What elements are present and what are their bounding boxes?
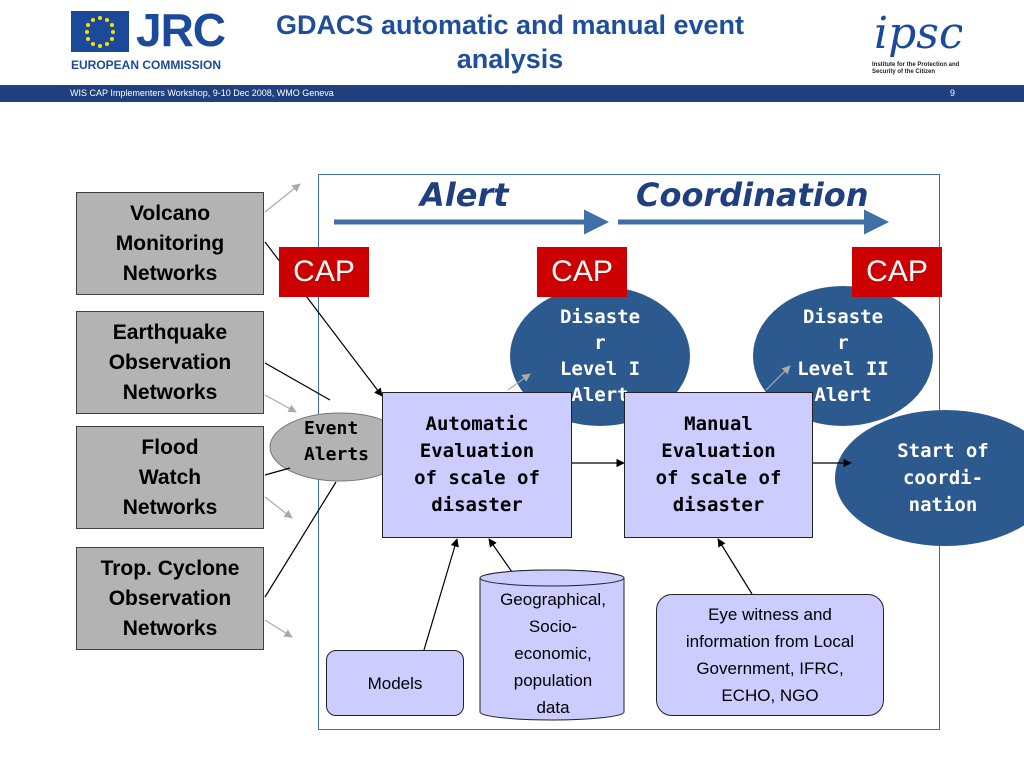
earthquake-network-box: Earthquake Observation Networks [76,311,264,414]
disaster-level-1-ellipse [510,286,690,426]
models-box: Models [326,650,464,716]
volcano-network-box: Volcano Monitoring Networks [76,192,264,295]
header-banner [0,85,1024,102]
gray-arrow-2 [264,394,297,413]
line-earthquake [264,362,331,401]
arrow-geo-to-auto [488,538,513,573]
geo-data-label: Geographical, Socio- economic, populatio… [500,590,606,717]
cap-badge-1: CAP [279,247,369,297]
arrow-models-to-auto [423,538,459,651]
gray-arrow-3 [264,496,293,519]
automatic-evaluation-box: Automatic Evaluation of scale of disaste… [382,392,572,538]
cyclone-network-box: Trop. Cyclone Observation Networks [76,547,264,650]
line-cyclone [264,481,337,598]
ipsc-subtitle: Institute for the Protection and Securit… [872,62,960,75]
page-number: 9 [950,88,956,98]
gray-arrow-to-disaster-2 [765,365,791,391]
banner-text: WIS CAP Implementers Workshop, 9-10 Dec … [70,88,334,98]
gray-arrow-to-disaster-1 [507,373,531,391]
ipsc-logo-text: ipsc [874,8,962,59]
flood-network-box: Flood Watch Networks [76,426,264,529]
start-coordination-label: Start of coordi- nation [897,440,989,516]
geo-data-cylinder-top [479,569,625,587]
ipsc-logo: ipsc [874,8,962,59]
start-coordination-ellipse [835,410,1024,546]
gray-arrow-1 [264,183,301,213]
alert-phase-label: Alert [420,176,509,214]
page-title: GDACS automatic and manual event analysi… [275,10,745,74]
eu-flag-logo [71,11,129,52]
coordination-phase-label: Coordination [636,176,869,214]
eu-stars-icon [85,16,115,48]
gray-arrow-4 [264,619,293,638]
arrow-eye-to-manual [717,538,753,595]
cap-badge-2: CAP [537,247,627,297]
event-alerts-label: Event Alerts [304,418,370,465]
jrc-logo: JRC [136,4,226,56]
european-commission-text: EUROPEAN COMMISSION [71,58,222,72]
disaster-level-2-ellipse [753,286,933,426]
cap-badge-3: CAP [852,247,942,297]
line-flood [264,467,291,476]
disaster-level-1-label: Disaste r Level I Alert [559,306,641,406]
eye-witness-box: Eye witness and information from Local G… [656,594,884,716]
disaster-level-2-label: Disaste r Level II Alert [797,306,889,406]
manual-evaluation-box: Manual Evaluation of scale of disaster [624,392,813,538]
